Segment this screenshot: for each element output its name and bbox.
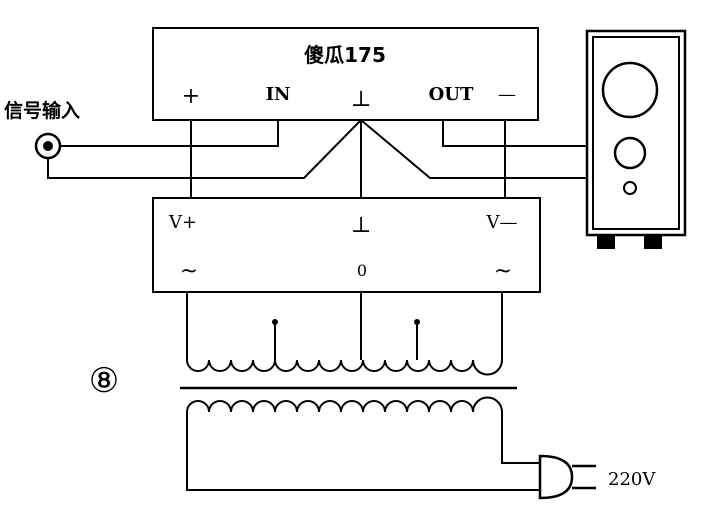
amplifier-plus-terminal: + — [182, 84, 200, 109]
mains-voltage-label: 220V — [608, 469, 656, 490]
transformer — [180, 359, 540, 491]
power-supply-ac-right: ~ — [494, 259, 512, 284]
power-supply-ground-terminal: ⊥ — [351, 213, 372, 238]
figure-number: ⑧ — [89, 361, 119, 401]
primary-winding — [186, 396, 503, 413]
wiring — [47, 119, 587, 360]
amplifier-in-terminal: IN — [266, 84, 291, 105]
midrange-icon — [613, 136, 647, 170]
power-supply-zero-terminal: 0 — [357, 261, 367, 280]
power-supply-vplus-terminal: V+ — [168, 212, 197, 233]
amplifier-title: 傻瓜175 — [304, 43, 386, 67]
rca-jack-icon — [34, 132, 62, 160]
amplifier-ground-terminal: ⊥ — [351, 87, 372, 112]
amplifier-minus-terminal: — — [498, 84, 516, 105]
mains-plug-icon — [538, 454, 596, 500]
tweeter-icon — [623, 181, 637, 195]
amplifier-module — [152, 27, 539, 121]
power-supply-vminus-terminal: V— — [486, 212, 518, 233]
amplifier-out-terminal: OUT — [429, 84, 474, 105]
secondary-winding — [186, 359, 503, 376]
signal-input-label: 信号输入 — [4, 99, 80, 122]
speaker-foot-right — [644, 235, 662, 249]
speaker-foot-left — [597, 235, 615, 249]
woofer-icon — [601, 61, 659, 119]
power-supply-ac-left: ~ — [180, 259, 198, 284]
speaker-cabinet — [585, 29, 687, 249]
power-supply-module — [152, 197, 541, 293]
